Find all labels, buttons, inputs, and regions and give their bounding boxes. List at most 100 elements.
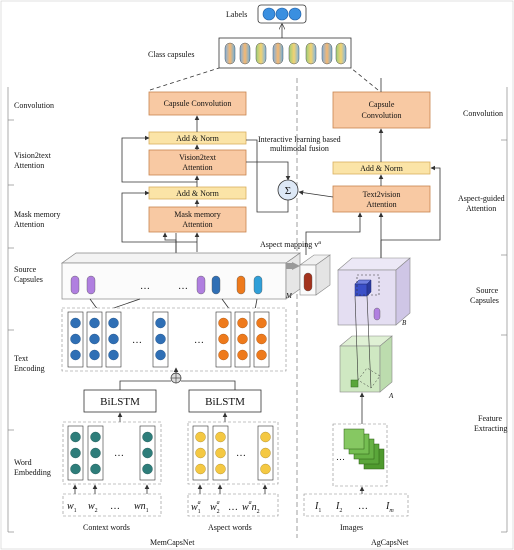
teal-embedding-columns xyxy=(67,425,156,481)
context-token: w2 xyxy=(88,501,98,514)
embedding-to-bilstm xyxy=(117,412,228,422)
aspect-arrow-shaft xyxy=(286,263,292,269)
add-norm-left-lower-label: Add & Norm xyxy=(176,189,219,198)
sum-symbol: Σ xyxy=(285,185,291,197)
add-norm-left-upper-label: Add & Norm xyxy=(176,134,219,143)
aspect-token: … xyxy=(228,502,238,513)
blue-lstm-columns xyxy=(67,311,169,368)
image-stack xyxy=(343,428,385,470)
label-circle xyxy=(288,7,302,21)
context-token: wn1 xyxy=(134,501,149,514)
label-circle xyxy=(262,7,276,21)
b-label: B xyxy=(402,319,407,327)
image-tokens-frame xyxy=(303,493,409,517)
orange-lstm-columns xyxy=(215,311,270,368)
aspect-words-caption: Aspect words xyxy=(208,523,252,532)
feature-cube xyxy=(339,335,393,393)
fusion-arrows xyxy=(246,78,382,213)
bilstm-left-label: BiLSTM xyxy=(100,396,140,408)
aspect-mapping-label: Aspect mapping va xyxy=(260,240,321,249)
stage-src-right-line1: Source xyxy=(476,286,499,295)
source-capsule-row xyxy=(70,275,263,295)
left-stage-dividers xyxy=(7,87,14,533)
agcapsnet-title: AgCapsNet xyxy=(371,538,409,547)
stage-text-enc-line1: Text xyxy=(14,354,29,363)
class-capsules-title: Class capsules xyxy=(148,50,194,59)
label-circle xyxy=(275,7,289,21)
bilstm-to-concat xyxy=(119,367,236,390)
vision2text-attention-box xyxy=(148,149,247,176)
cc-right-line1: Capsule xyxy=(369,100,395,109)
labels-title: Labels xyxy=(226,10,247,19)
t2v-line1: Text2vision xyxy=(363,190,401,199)
context-token: w1 xyxy=(67,501,77,514)
stage-word-emb-line1: Word xyxy=(14,458,32,467)
asp-emb-dots: … xyxy=(236,448,246,459)
stage-agatt-line1: Aspect-guided xyxy=(458,194,505,203)
stage-source-caps-line1: Source xyxy=(14,265,37,274)
images-caption: Images xyxy=(340,523,363,532)
stage-v2t-line1: Vision2text xyxy=(14,151,52,160)
image-token: … xyxy=(358,501,368,512)
source-dots-2: … xyxy=(178,281,188,292)
v2t-box-line2: Attention xyxy=(182,163,212,172)
capsule-convolution-left-label: Capsule Convolution xyxy=(164,99,232,108)
cube-projection-lines xyxy=(354,295,372,389)
image-token: I1 xyxy=(314,501,321,514)
stage-v2t-line2: Attention xyxy=(14,161,44,170)
context-words-caption: Context words xyxy=(83,523,130,532)
right-to-class-dashed xyxy=(350,67,379,91)
memcapsnet-title: MemCapsNet xyxy=(150,538,195,547)
stage-src-right-line2: Capsules xyxy=(470,296,499,305)
mask-memory-attention-box xyxy=(148,206,247,233)
context-token: … xyxy=(110,501,120,512)
bilstm-left-box xyxy=(83,389,157,413)
stage-feat-line2: Extracting xyxy=(474,424,507,433)
image-token: Im xyxy=(385,501,394,514)
interactive-note-line2: multimodal fusion xyxy=(270,144,329,153)
bilstm-right-box xyxy=(188,389,262,413)
stage-mma-line1: Mask memory xyxy=(14,210,60,219)
source-dots: … xyxy=(140,281,150,292)
stage-feat-line1: Feature xyxy=(478,414,502,423)
left-to-class-dashed xyxy=(149,67,220,91)
aspect-arrow xyxy=(292,262,300,270)
encoding-dots-2: … xyxy=(194,335,204,346)
capsule-convolution-right-box xyxy=(332,91,431,129)
v2t-box-line1: Vision2text xyxy=(179,153,217,162)
stage-mma-line2: Attention xyxy=(14,220,44,229)
yellow-embedding-columns xyxy=(192,425,274,481)
tokens-to-embedding xyxy=(72,484,268,494)
add-norm-right-box xyxy=(332,161,431,175)
encoding-dots: … xyxy=(132,335,142,346)
left-flow-arrows xyxy=(121,115,200,252)
image-stack-dots: … xyxy=(336,452,345,462)
mma-box-line1: Mask memory xyxy=(174,210,220,219)
class-capsule-row xyxy=(224,42,347,65)
mma-box-line2: Attention xyxy=(182,220,212,229)
source-capsules-prism xyxy=(60,252,302,300)
m-label: M xyxy=(285,292,293,300)
stage-source-caps-line2: Capsules xyxy=(14,275,43,284)
context-tokens-frame xyxy=(62,493,162,517)
aspect-tokens-frame xyxy=(187,493,279,517)
stage-convolution-left: Convolution xyxy=(14,101,54,110)
image-token: I2 xyxy=(335,501,342,514)
source-capsule-cube xyxy=(337,257,411,326)
aspect-token: wan2 xyxy=(242,500,260,515)
t2v-line2: Attention xyxy=(366,200,396,209)
cc-right-line2: Convolution xyxy=(361,111,401,120)
interactive-note-line1: Interactive learning based xyxy=(258,135,341,144)
ctx-emb-dots: … xyxy=(114,448,124,459)
stage-text-enc-line2: Encoding xyxy=(14,364,45,373)
right-stage-dividers xyxy=(501,87,508,533)
add-norm-right-label: Add & Norm xyxy=(360,164,403,173)
stage-convolution-right: Convolution xyxy=(463,109,503,118)
stage-agatt-line2: Attention xyxy=(466,204,496,213)
stage-word-emb-line2: Embedding xyxy=(14,468,51,477)
